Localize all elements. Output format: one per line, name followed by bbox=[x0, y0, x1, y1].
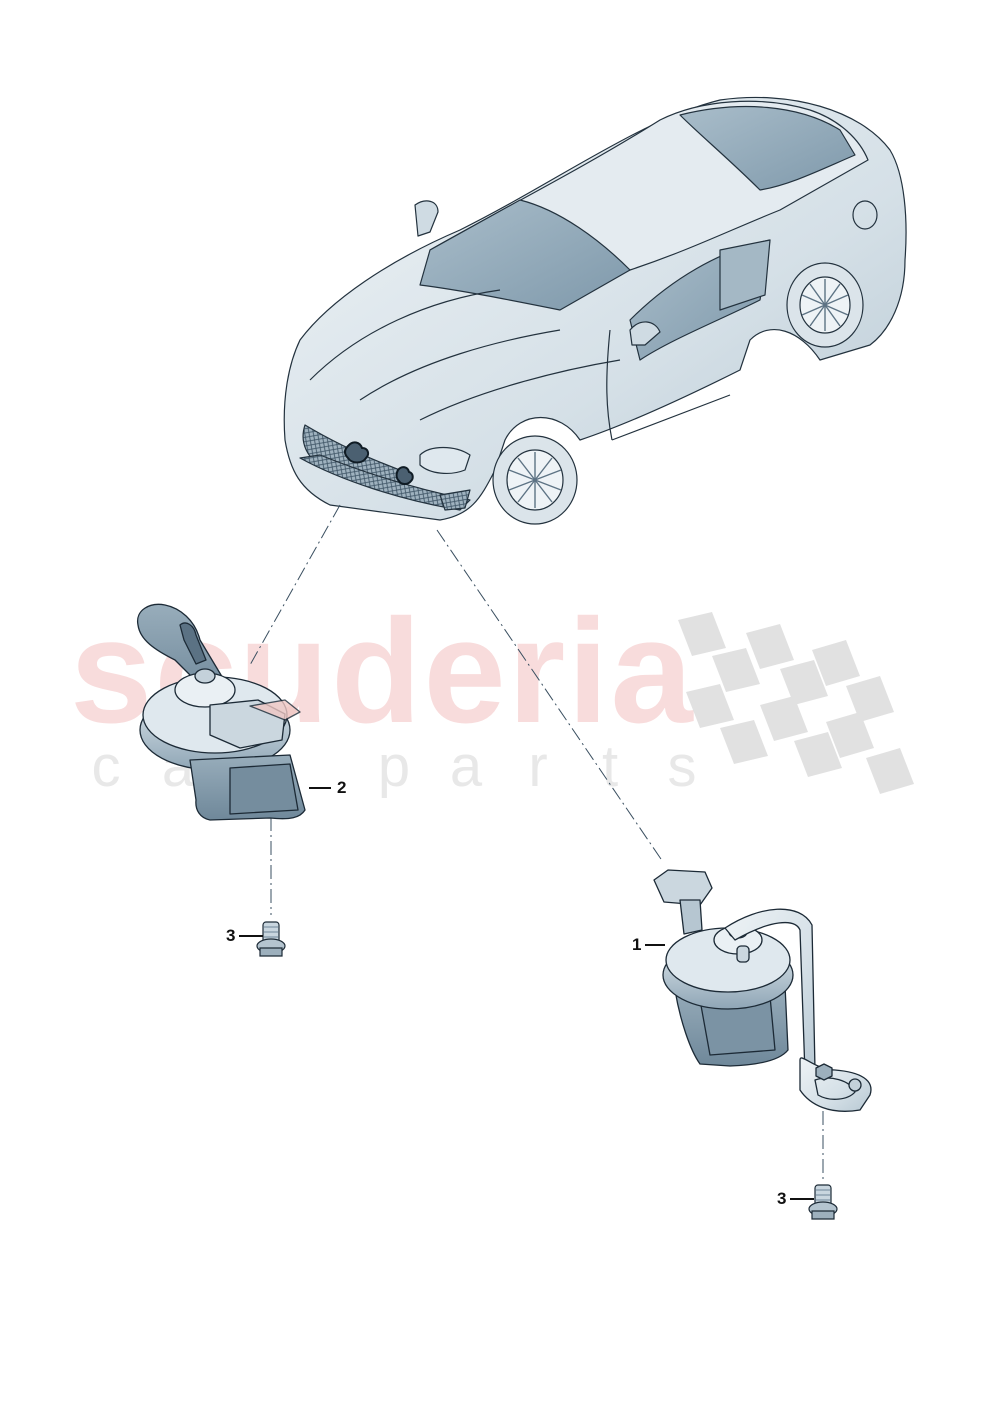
horn-left-part-2 bbox=[137, 603, 306, 821]
callout-1-label: 1 bbox=[632, 935, 642, 954]
bolt-left-part-3 bbox=[256, 921, 286, 957]
leader-lines bbox=[249, 504, 824, 1180]
callout-3-left-label: 3 bbox=[226, 926, 236, 945]
horn-right-part-1 bbox=[653, 869, 872, 1112]
callout-1-leader bbox=[645, 944, 665, 946]
callout-3-left-leader bbox=[239, 935, 263, 937]
watermark-checker-flag bbox=[678, 612, 914, 794]
callout-2-leader bbox=[309, 787, 331, 789]
callout-3-right-label: 3 bbox=[777, 1189, 787, 1208]
bolt-right-part-3 bbox=[808, 1184, 838, 1220]
callout-3-right-leader bbox=[790, 1198, 814, 1200]
car-illustration bbox=[283, 96, 907, 525]
callout-2-label: 2 bbox=[337, 778, 347, 797]
